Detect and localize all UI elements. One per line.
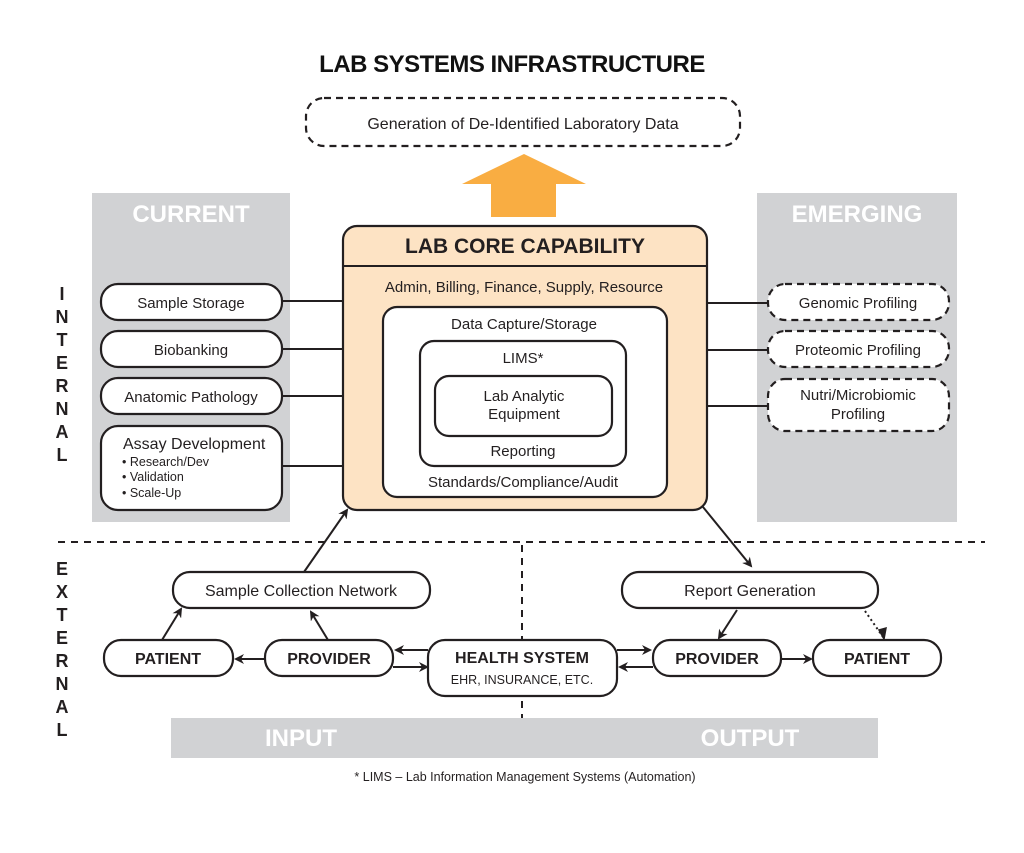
svg-text:Genomic Profiling: Genomic Profiling	[799, 295, 917, 312]
svg-text:R: R	[56, 651, 69, 671]
svg-text:Proteomic Profiling: Proteomic Profiling	[795, 342, 921, 359]
diagram-title: LAB SYSTEMS INFRASTRUCTURE	[319, 51, 705, 78]
svg-text:L: L	[57, 445, 68, 465]
goal-label: Generation of De-Identified Laboratory D…	[367, 116, 678, 133]
current-item-biobanking: Biobanking	[99, 329, 284, 369]
svg-text:Profiling: Profiling	[831, 406, 885, 423]
current-item-sample-storage: Sample Storage	[99, 282, 284, 322]
svg-text:Sample Storage: Sample Storage	[137, 295, 245, 312]
reporting-label: Reporting	[490, 443, 555, 460]
svg-text:R: R	[56, 376, 69, 396]
output-patient-box: PATIENT	[811, 638, 943, 678]
input-band	[171, 718, 522, 758]
emerging-item-genomic-profiling: Genomic Profiling	[766, 282, 951, 322]
data-capture-label: Data Capture/Storage	[451, 316, 597, 333]
svg-text:PATIENT: PATIENT	[135, 651, 201, 668]
svg-text:PATIENT: PATIENT	[844, 651, 910, 668]
svg-text:L: L	[57, 720, 68, 740]
svg-text:PROVIDER: PROVIDER	[675, 651, 759, 668]
svg-text:A: A	[56, 422, 69, 442]
sample-collection-network-box: Sample Collection Network	[171, 570, 432, 610]
standards-label: Standards/Compliance/Audit	[428, 474, 619, 491]
svg-text:I: I	[59, 284, 64, 304]
svg-text:N: N	[56, 399, 69, 419]
svg-text:E: E	[56, 559, 68, 579]
current-item-anatomic-pathology: Anatomic Pathology	[99, 376, 284, 416]
output-band	[522, 718, 878, 758]
external-label: E X T E R N A L	[56, 559, 69, 740]
svg-text:Nutri/Microbiomic: Nutri/Microbiomic	[800, 387, 916, 404]
input-patient-box: PATIENT	[102, 638, 235, 678]
lims-label: LIMS*	[503, 350, 544, 367]
svg-text:Lab Analytic: Lab Analytic	[484, 388, 565, 405]
arrow-core-to-report	[702, 506, 753, 568]
svg-text:Assay Development: Assay Development	[123, 436, 266, 453]
goal-box: Generation of De-Identified Laboratory D…	[304, 96, 742, 148]
svg-text:A: A	[56, 697, 69, 717]
footnote: * LIMS – Lab Information Management Syst…	[354, 770, 695, 784]
internal-label: I N T E R N A L	[56, 284, 69, 465]
svg-text:X: X	[56, 582, 68, 602]
current-label: CURRENT	[132, 201, 250, 228]
output-provider-box: PROVIDER	[651, 638, 783, 678]
svg-text:Equipment: Equipment	[488, 406, 561, 423]
arrow-collection-to-core	[303, 508, 349, 573]
arrow-report-to-provider	[717, 609, 738, 640]
up-arrow-icon	[462, 154, 586, 217]
svg-text:Report Generation: Report Generation	[684, 583, 816, 600]
emerging-item-nutri-microbiomic-profiling: Nutri/Microbiomic Profiling	[766, 377, 951, 433]
svg-text:Biobanking: Biobanking	[154, 342, 228, 359]
arrow-patient-to-collection	[161, 607, 183, 641]
health-system-box: HEALTH SYSTEM EHR, INSURANCE, ETC.	[426, 638, 619, 698]
lab-equipment-box	[433, 374, 614, 438]
input-provider-box: PROVIDER	[263, 638, 395, 678]
core-admin-label: Admin, Billing, Finance, Supply, Resourc…	[385, 279, 663, 296]
svg-text:Anatomic Pathology: Anatomic Pathology	[124, 389, 258, 406]
svg-text:T: T	[57, 330, 68, 350]
svg-text:E: E	[56, 353, 68, 373]
svg-text:EHR, INSURANCE, ETC.: EHR, INSURANCE, ETC.	[451, 673, 593, 687]
lab-core-capability: LAB CORE CAPABILITY Admin, Billing, Fina…	[341, 224, 709, 512]
svg-text:HEALTH SYSTEM: HEALTH SYSTEM	[455, 650, 589, 667]
svg-text:Sample Collection Network: Sample Collection Network	[205, 583, 398, 600]
svg-text:• Scale-Up: • Scale-Up	[122, 486, 181, 500]
svg-text:• Research/Dev: • Research/Dev	[122, 455, 210, 469]
emerging-item-proteomic-profiling: Proteomic Profiling	[766, 329, 951, 369]
svg-text:N: N	[56, 307, 69, 327]
svg-text:• Validation: • Validation	[122, 470, 184, 484]
output-label: OUTPUT	[701, 725, 800, 752]
emerging-label: EMERGING	[792, 201, 923, 228]
current-item-assay-development: Assay Development • Research/Dev • Valid…	[99, 424, 284, 512]
svg-text:E: E	[56, 628, 68, 648]
input-label: INPUT	[265, 725, 337, 752]
report-generation-box: Report Generation	[620, 570, 880, 610]
svg-text:N: N	[56, 674, 69, 694]
arrow-provider-to-collection	[309, 610, 329, 641]
core-title: LAB CORE CAPABILITY	[405, 235, 645, 258]
svg-text:PROVIDER: PROVIDER	[287, 651, 371, 668]
svg-text:T: T	[57, 605, 68, 625]
